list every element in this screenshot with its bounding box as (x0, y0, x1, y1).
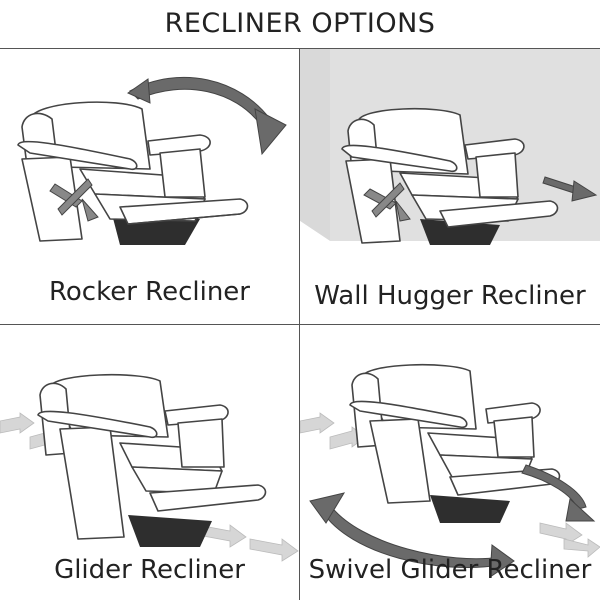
panel-wall-hugger-recliner: Wall Hugger Recliner (300, 49, 600, 324)
divider (299, 48, 300, 600)
divider (0, 48, 600, 49)
wall-hugger-recliner-illustration (300, 49, 600, 249)
recliner-label: Wall Hugger Recliner (314, 281, 586, 311)
recliner-label: Glider Recliner (54, 555, 245, 585)
page-title: RECLINER OPTIONS (164, 8, 436, 39)
recliner-label: Rocker Recliner (49, 277, 250, 307)
recliner-label: Swivel Glider Recliner (308, 555, 592, 585)
swivel-glider-recliner-illustration (300, 364, 600, 578)
divider (0, 324, 600, 325)
panel-swivel-glider-recliner: Swivel Glider Recliner (300, 325, 600, 600)
panel-glider-recliner: Glider Recliner (0, 325, 299, 600)
options-grid: Rocker Recliner (0, 48, 600, 600)
rocker-recliner-illustration (17, 77, 287, 245)
glider-recliner-illustration (0, 373, 299, 562)
panel-rocker-recliner: Rocker Recliner (0, 49, 299, 324)
